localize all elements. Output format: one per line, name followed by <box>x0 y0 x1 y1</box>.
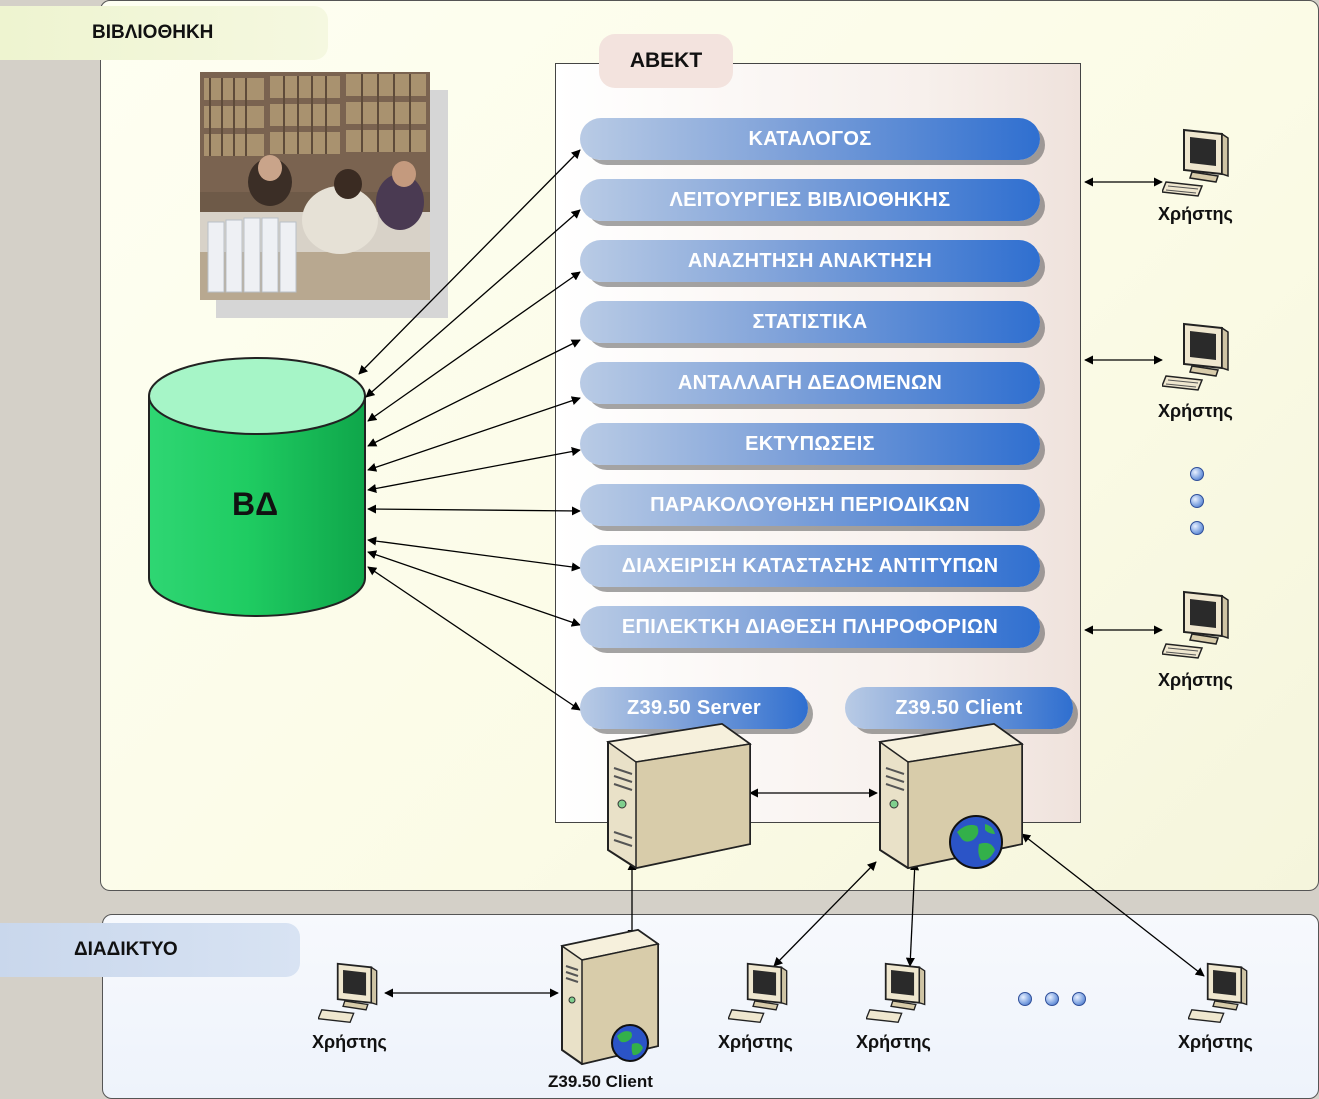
ellipsis-dot <box>1072 992 1086 1006</box>
abekt-title: ΑΒΕΚΤ <box>599 34 733 88</box>
database-label: ΒΔ <box>232 486 279 522</box>
ellipsis-dot <box>1018 992 1032 1006</box>
desktop-computer-icon[interactable] <box>1162 590 1236 660</box>
module-copy-status-management[interactable]: ΔΙΑΧΕΙΡΙΣΗ ΚΑΤΑΣΤΑΣΗΣ ΑΝΤΙΤΥΠΩΝ <box>580 545 1040 587</box>
module-periodicals-tracking[interactable]: ΠΑΡΑΚΟΛΟΥΘΗΣΗ ΠΕΡΙΟΔΙΚΩΝ <box>580 484 1040 526</box>
module-selective-information-dissemination[interactable]: ΕΠΙΛΕΚΤΚΗ ΔΙΑΘΕΣΗ ΠΛΗΡΟΦΟΡΙΩΝ <box>580 606 1040 648</box>
desktop-computer-icon[interactable] <box>728 962 794 1024</box>
desktop-computer-icon[interactable] <box>866 962 932 1024</box>
user-label: Χρήστης <box>1178 1032 1253 1052</box>
user-label: Χρήστης <box>312 1032 387 1052</box>
desktop-computer-icon[interactable] <box>318 962 384 1024</box>
module-data-exchange[interactable]: ΑΝΤΑΛΛΑΓΗ ΔΕΔΟΜΕΝΩΝ <box>580 362 1040 404</box>
database-icon <box>147 356 367 618</box>
ellipsis-dot <box>1045 992 1059 1006</box>
module-catalog[interactable]: ΚΑΤΑΛΟΓΟΣ <box>580 118 1040 160</box>
user-label: Χρήστης <box>718 1032 793 1052</box>
module-statistics[interactable]: ΣΤΑΤΙΣΤΙΚΑ <box>580 301 1040 343</box>
z3950-server-pill[interactable]: Z39.50 Server <box>580 687 808 729</box>
module-search-retrieval[interactable]: ΑΝΑΖΗΤΗΣΗ ΑΝΑΚΤΗΣΗ <box>580 240 1040 282</box>
user-label: Χρήστης <box>856 1032 931 1052</box>
module-printouts[interactable]: ΕΚΤΥΠΩΣΕΙΣ <box>580 423 1040 465</box>
ellipsis-dot <box>1190 467 1204 481</box>
z3950-client-pill[interactable]: Z39.50 Client <box>845 687 1073 729</box>
user-label: Χρήστης <box>1158 401 1233 421</box>
user-label: Χρήστης <box>1158 670 1233 690</box>
globe-icon <box>947 814 1005 870</box>
library-zone-label: ΒΙΒΛΙΟΘΗΚΗ <box>0 6 328 60</box>
z3950-server-icon <box>604 722 754 872</box>
module-library-operations[interactable]: ΛΕΙΤΟΥΡΓΙΕΣ ΒΙΒΛΙΟΘΗΚΗΣ <box>580 179 1040 221</box>
ellipsis-dot <box>1190 494 1204 508</box>
internet-zone-label: ΔΙΑΔΙΚΤΥΟ <box>0 923 300 977</box>
globe-icon <box>610 1023 650 1063</box>
ellipsis-dot <box>1190 521 1204 535</box>
desktop-computer-icon[interactable] <box>1162 128 1236 198</box>
internet-z3950-client-label: Z39.50 Client <box>548 1072 653 1091</box>
user-label: Χρήστης <box>1158 204 1233 224</box>
desktop-computer-icon[interactable] <box>1162 322 1236 392</box>
desktop-computer-icon[interactable] <box>1188 962 1254 1024</box>
